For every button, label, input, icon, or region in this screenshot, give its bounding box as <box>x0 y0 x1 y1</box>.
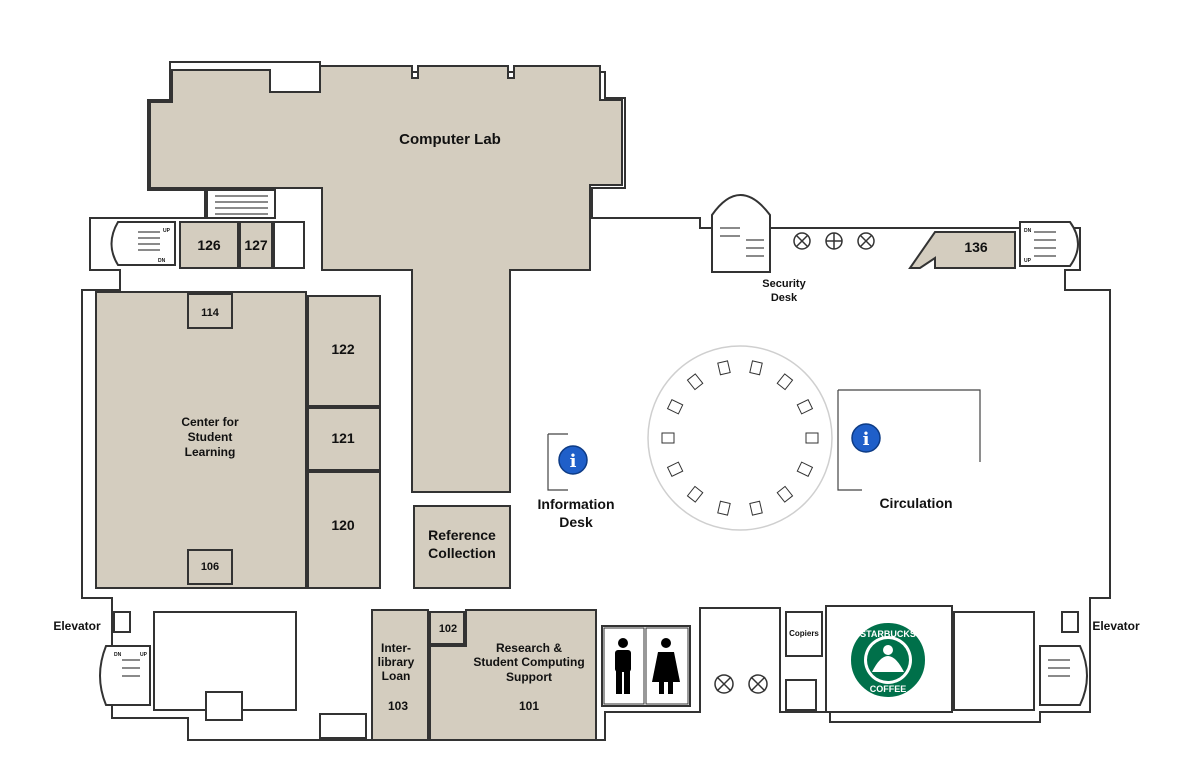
seat <box>686 373 704 391</box>
seat <box>686 485 704 503</box>
room-102[interactable]: 102 <box>429 611 465 645</box>
starbucks-cafe[interactable]: STARBUCKS COFFEE <box>825 605 953 713</box>
womens-restroom-icon <box>652 638 680 694</box>
computer-lab-label: Computer Lab <box>399 131 501 148</box>
office-block-bottom-right <box>953 611 1035 711</box>
stairwell-top[interactable] <box>206 189 276 219</box>
research-label-line2: Student Computing <box>473 655 584 669</box>
information-desk[interactable]: i Information Desk <box>538 433 615 530</box>
seat <box>717 500 731 516</box>
elevator-left[interactable]: Elevator <box>53 611 131 633</box>
reference-label-line2: Collection <box>428 545 496 561</box>
room-120[interactable]: 120 <box>307 471 381 589</box>
seat <box>805 432 819 444</box>
room-127[interactable]: 127 <box>239 221 273 269</box>
reference-collection[interactable]: Reference Collection <box>413 505 511 589</box>
info-desk-label-line2: Desk <box>559 514 593 530</box>
turnstiles-bottom <box>714 674 768 694</box>
stair-dn-bottom-label: DN <box>114 652 122 658</box>
security-desk[interactable]: Security Desk <box>711 194 807 304</box>
stair-dn-label: DN <box>158 258 166 264</box>
stairwell-right-bottom[interactable] <box>1039 645 1088 706</box>
information-desk-icon-glyph: i <box>570 451 577 472</box>
stair-up-label: UP <box>163 228 171 234</box>
circulation-info-icon <box>851 423 881 453</box>
seat <box>776 485 794 503</box>
circulation-label: Circulation <box>879 495 952 511</box>
info-desk-label-line1: Information <box>538 496 615 512</box>
security-label-line1: Security <box>762 278 806 290</box>
elevator-right-label: Elevator <box>1092 619 1140 633</box>
elevator-left-label: Elevator <box>53 619 101 633</box>
seat <box>666 461 684 478</box>
research-label-line1: Research & <box>496 641 562 655</box>
information-desk-icon <box>558 445 588 475</box>
seat <box>796 461 814 478</box>
seat <box>666 398 684 415</box>
interlibrary-label-line2: library <box>378 655 415 669</box>
research-computing-101[interactable]: Research & Student Computing Support 101 <box>429 609 597 741</box>
seat <box>776 373 794 391</box>
copiers-label: Copiers <box>789 629 819 638</box>
circulation-desk[interactable]: i Circulation <box>837 389 981 511</box>
seat <box>796 398 814 415</box>
interlibrary-label-line1: Inter- <box>381 641 411 655</box>
stair-dn-right-label: DN <box>1024 228 1032 234</box>
stair-up-right-label: UP <box>1024 258 1032 264</box>
stairwell-left-bottom[interactable]: DN UP <box>99 645 151 706</box>
room-106-label: 106 <box>201 561 219 573</box>
research-label-line3: Support <box>506 670 552 684</box>
room-114[interactable]: 114 <box>187 293 233 329</box>
center-label-line3: Learning <box>185 445 236 459</box>
vending-area[interactable] <box>273 221 305 269</box>
interlibrary-label-line3: Loan <box>382 669 411 683</box>
room-136-label: 136 <box>964 239 988 255</box>
restrooms[interactable] <box>601 625 691 707</box>
interlibrary-loan-103[interactable]: Inter- library Loan 103 <box>371 609 429 741</box>
stairwell-right-top[interactable]: DN UP <box>1019 221 1079 267</box>
room-103-label: 103 <box>388 699 408 713</box>
seat <box>717 360 731 376</box>
seat <box>661 432 675 444</box>
room-121[interactable]: 121 <box>307 407 381 471</box>
room-122-label: 122 <box>331 341 355 357</box>
stairwell-left-top[interactable]: UP DN <box>110 221 176 266</box>
room-106[interactable]: 106 <box>187 549 233 585</box>
center-label-line2: Student <box>188 430 233 444</box>
center-for-student-learning[interactable]: Center for Student Learning <box>95 291 307 589</box>
room-126[interactable]: 126 <box>179 221 239 269</box>
office-block-bottom-left <box>153 611 367 739</box>
mens-restroom-icon <box>615 638 631 694</box>
elevator-right[interactable]: Elevator <box>1061 611 1140 633</box>
turnstiles-top <box>793 232 875 250</box>
security-label-line2: Desk <box>771 292 798 304</box>
room-121-label: 121 <box>331 430 355 446</box>
circulation-info-icon-glyph: i <box>863 429 870 450</box>
room-114-label: 114 <box>201 307 220 319</box>
room-101-label: 101 <box>519 699 539 713</box>
copiers-room[interactable]: Copiers <box>785 611 823 711</box>
stair-up-bottom-label: UP <box>140 652 148 658</box>
room-127-label: 127 <box>244 237 268 253</box>
room-102-label: 102 <box>439 623 457 635</box>
center-label-line1: Center for <box>181 415 239 429</box>
room-136[interactable]: 136 <box>908 231 1016 269</box>
seat <box>749 360 763 376</box>
computer-lab-room[interactable]: Computer Lab <box>149 65 623 493</box>
starbucks-bottom-text: COFFEE <box>870 684 907 694</box>
seating-circle <box>647 345 833 531</box>
reference-label-line1: Reference <box>428 527 496 543</box>
room-126-label: 126 <box>197 237 221 253</box>
seat <box>749 500 763 516</box>
room-120-label: 120 <box>331 517 355 533</box>
room-122[interactable]: 122 <box>307 295 381 407</box>
starbucks-top-text: STARBUCKS <box>860 629 916 639</box>
